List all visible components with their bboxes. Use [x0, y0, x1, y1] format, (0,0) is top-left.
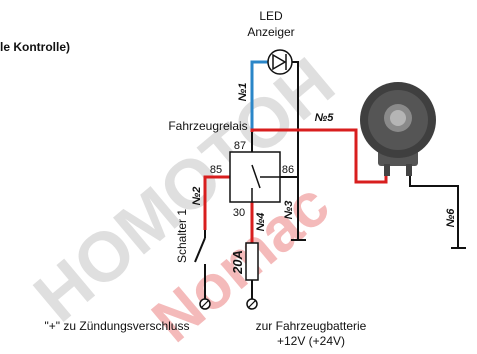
wire-label-n2: №2 — [191, 187, 203, 206]
relay-pin-85: 85 — [210, 164, 222, 176]
wires — [203, 60, 466, 300]
relay-title: Fahrzeugrelais — [168, 119, 247, 133]
wire-label-n3: №3 — [283, 201, 295, 220]
led-label-line2: Anzeiger — [247, 25, 294, 39]
relay-pin-87: 87 — [234, 140, 246, 152]
relay — [229, 151, 281, 203]
terminal-battery-icon — [246, 298, 258, 310]
terminal-battery-label-line1: zur Fahrzeugbatterie — [256, 319, 367, 333]
terminal-ignition-icon — [199, 298, 211, 310]
relay-pin-30: 30 — [233, 207, 245, 219]
wire-label-n6: №6 — [445, 208, 457, 228]
wire-label-n5: №5 — [315, 112, 335, 124]
wire-label-n4: №4 — [255, 213, 267, 232]
switch-label: Schalter 1 — [175, 209, 189, 263]
fuse-icon — [245, 242, 259, 281]
terminal-battery-label-line2: +12V (+24V) — [277, 334, 345, 348]
switch-icon — [194, 230, 206, 272]
wire-blue — [250, 60, 270, 132]
led-diode-icon — [267, 49, 293, 75]
header-partial-title: le Kontrolle) — [0, 40, 70, 54]
terminal-ignition-label: "+" zu Zündungsverschluss — [45, 319, 190, 333]
buzzer-icon — [360, 82, 436, 176]
relay-contact — [251, 164, 261, 189]
watermark: HOMOTOH Nomac — [20, 43, 349, 354]
relay-pin-86: 86 — [282, 164, 294, 176]
wire-red-87-buzzer — [250, 128, 388, 184]
wire-label-n1: №1 — [237, 83, 249, 102]
wire-black-buzzer-ground — [409, 172, 459, 248]
wire-red-85-switch — [203, 175, 230, 230]
fuse-label: 20A — [230, 250, 245, 275]
led-label-line1: LED — [259, 9, 283, 23]
